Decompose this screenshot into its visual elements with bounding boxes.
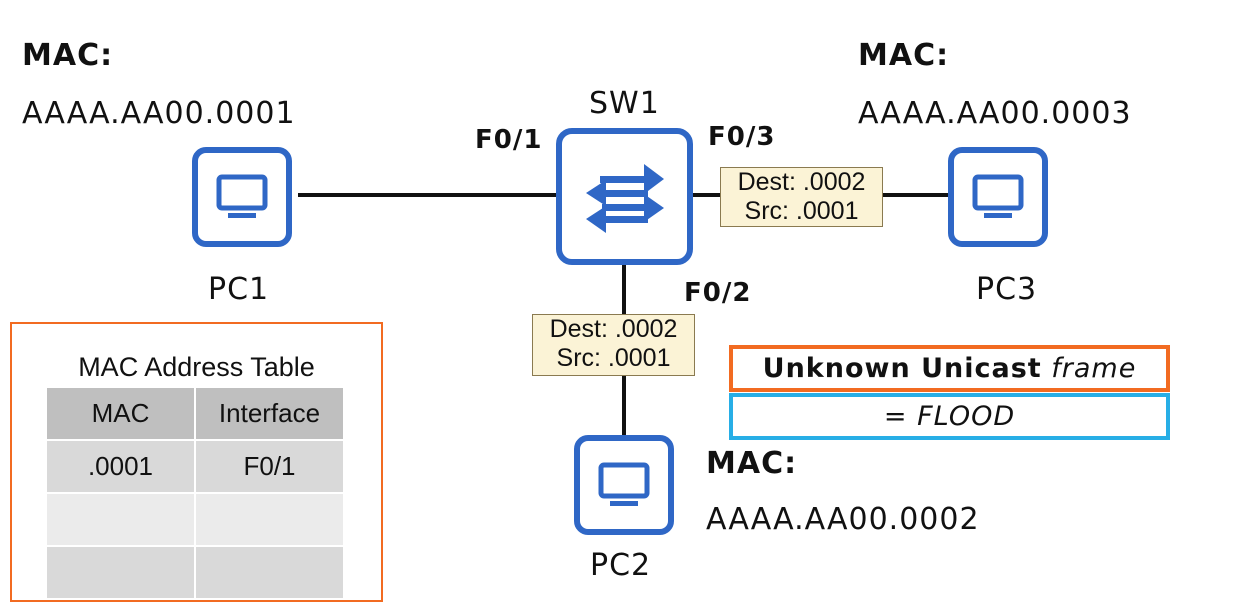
header-interface: Interface xyxy=(194,386,345,441)
flood-box: = FLOOD xyxy=(729,393,1170,440)
mac-address-table: MAC Interface .0001 F0/1 xyxy=(45,386,345,600)
pc2-mac-label: MAC: xyxy=(706,446,798,481)
unknown-unicast-box: Unknown Unicast frame xyxy=(729,345,1170,392)
table-row xyxy=(45,492,345,547)
pc1-label: PC1 xyxy=(208,272,270,307)
table-row: .0001 F0/1 xyxy=(45,439,345,494)
pc2-label: PC2 xyxy=(590,548,652,583)
flood-text: = FLOOD xyxy=(883,401,1016,432)
sw1-device[interactable] xyxy=(556,128,693,265)
link-pc1-sw1 xyxy=(298,193,560,197)
unknown-unicast-text: Unknown Unicast xyxy=(762,353,1042,384)
pc3-device[interactable] xyxy=(948,147,1048,247)
pc3-label: PC3 xyxy=(976,272,1038,307)
pc1-device[interactable] xyxy=(192,147,292,247)
cell-interface xyxy=(194,545,345,600)
cell-interface xyxy=(194,492,345,547)
pc3-mac-label: MAC: xyxy=(858,38,950,73)
cell-mac xyxy=(45,492,196,547)
port-f02-label: F0/2 xyxy=(684,278,752,308)
monitor-icon xyxy=(972,174,1024,218)
pc2-mac-value: AAAA.AA00.0002 xyxy=(706,502,980,537)
sw1-label: SW1 xyxy=(589,86,660,121)
table-row xyxy=(45,545,345,600)
port-f03-label: F0/3 xyxy=(708,122,776,152)
frame-to-pc3: Dest: .0002 Src: .0001 xyxy=(720,167,883,227)
frame-src: Src: .0001 xyxy=(556,344,671,372)
frame-src: Src: .0001 xyxy=(744,197,859,225)
frame-word: frame xyxy=(1041,353,1137,384)
cell-mac: .0001 xyxy=(45,439,196,494)
mac-address-table-panel: MAC Address Table MAC Interface .0001 F0… xyxy=(10,322,383,602)
frame-to-pc2: Dest: .0002 Src: .0001 xyxy=(532,314,695,376)
cell-interface: F0/1 xyxy=(194,439,345,494)
pc3-mac-value: AAAA.AA00.0003 xyxy=(858,96,1132,131)
port-f01-label: F0/1 xyxy=(475,125,543,155)
switch-arrows-icon xyxy=(585,163,664,233)
monitor-icon xyxy=(598,462,650,506)
frame-dest: Dest: .0002 xyxy=(549,315,678,343)
pc1-mac-label: MAC: xyxy=(22,38,114,73)
pc1-mac-value: AAAA.AA00.0001 xyxy=(22,96,296,131)
frame-dest: Dest: .0002 xyxy=(737,168,866,196)
monitor-icon xyxy=(216,174,268,218)
header-mac: MAC xyxy=(45,386,196,441)
cell-mac xyxy=(45,545,196,600)
mac-table-title: MAC Address Table xyxy=(78,352,315,382)
pc2-device[interactable] xyxy=(574,435,674,535)
